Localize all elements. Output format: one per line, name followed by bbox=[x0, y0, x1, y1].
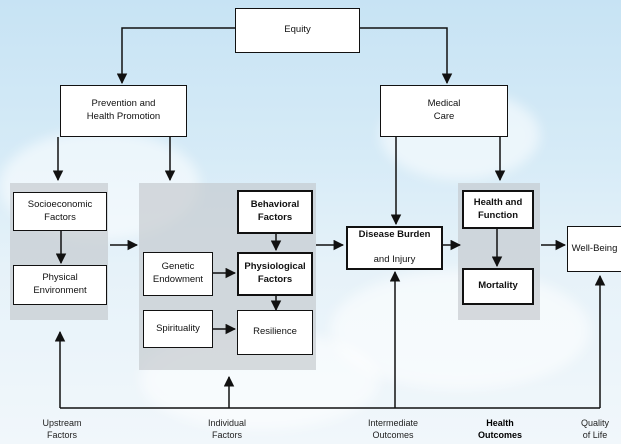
physiological-factors-box: Physiological Factors bbox=[237, 252, 313, 296]
intermediate-outcomes-label: Intermediate Outcomes bbox=[367, 418, 419, 441]
quality-of-life-label: Quality of Life bbox=[580, 418, 609, 441]
genetic-endowment-box: Genetic Endowment bbox=[143, 252, 213, 296]
mortality-box: Mortality bbox=[462, 268, 534, 305]
health-and-function-box: Health and Function bbox=[462, 190, 534, 229]
socioeconomic-factors-box: Socioeconomic Factors bbox=[13, 192, 107, 231]
equity-box: Equity bbox=[235, 8, 360, 53]
and-injury-label: and Injury bbox=[373, 254, 416, 266]
medical-care-box: Medical Care bbox=[380, 85, 508, 137]
upstream-factors-label: Upstream Factors bbox=[42, 418, 82, 441]
behavioral-factors-box: Behavioral Factors bbox=[237, 190, 313, 234]
disease-burden-label: Disease Burden bbox=[358, 228, 431, 240]
disease-burden-box: Disease Burden and Injury bbox=[346, 226, 443, 270]
spirituality-box: Spirituality bbox=[143, 310, 213, 348]
prevention-health-promotion-box: Prevention and Health Promotion bbox=[60, 85, 187, 137]
individual-factors-label: Individual Factors bbox=[207, 418, 247, 441]
well-being-box: Well-Being bbox=[567, 226, 621, 272]
resilience-box: Resilience bbox=[237, 310, 313, 355]
physical-environment-box: Physical Environment bbox=[13, 265, 107, 305]
health-outcomes-label: Health Outcomes bbox=[477, 418, 522, 441]
